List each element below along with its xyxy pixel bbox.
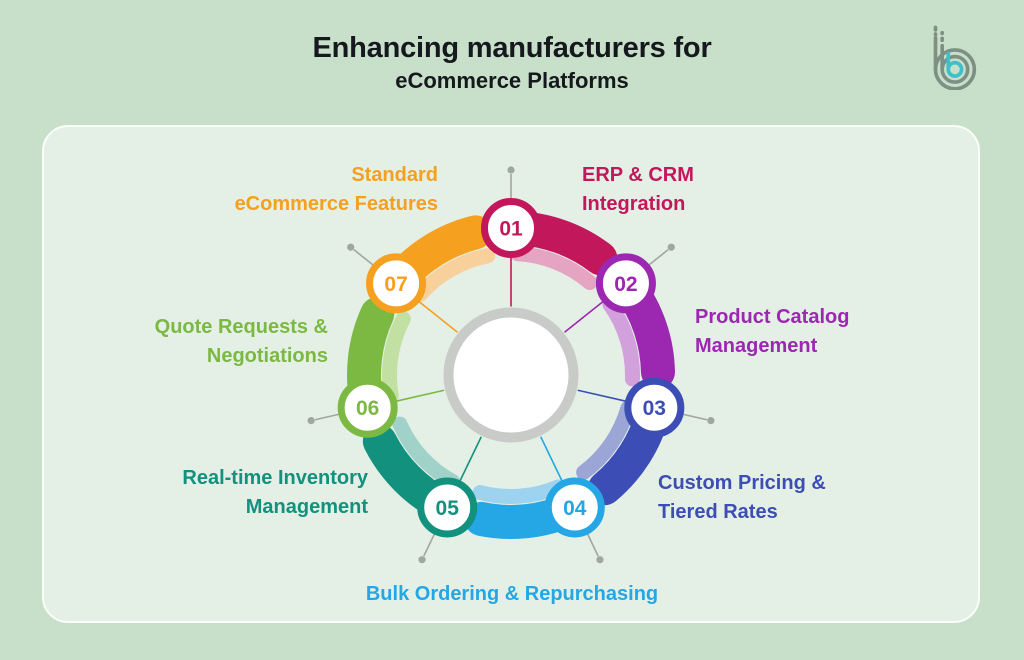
label-line: Custom Pricing & xyxy=(658,472,826,494)
label-line: Management xyxy=(695,335,818,357)
node-number-06: 06 xyxy=(356,397,379,420)
label-bulk-ordering-repurchasing: Bulk Ordering & Repurchasing xyxy=(260,580,764,609)
connector-05 xyxy=(423,531,437,557)
connector-06 xyxy=(314,412,342,421)
node-04 xyxy=(544,477,605,538)
node-number-01: 01 xyxy=(499,218,523,241)
page-title: Enhancing manufacturers for xyxy=(312,32,712,64)
connector-dot-07 xyxy=(347,243,355,251)
node-number-07: 07 xyxy=(384,273,407,296)
label-custom-pricing-tiered-rates: Custom Pricing & Tiered Rates xyxy=(658,469,826,527)
connector-dot-06 xyxy=(307,417,315,425)
node-07 xyxy=(366,253,427,314)
connector-02 xyxy=(646,249,669,268)
connector-03 xyxy=(680,412,708,421)
label-quote-requests-negotiations: Quote Requests & Negotiations xyxy=(28,313,328,371)
label-line: Standard xyxy=(351,164,438,186)
label-line: Real-time Inventory xyxy=(182,467,368,489)
ring-segment-inner-06 xyxy=(382,311,411,404)
spoke-03 xyxy=(577,389,629,403)
label-line: Negotiations xyxy=(206,345,328,367)
connector-dot-02 xyxy=(667,243,675,251)
label-line: Bulk Ordering & Repurchasing xyxy=(365,583,659,605)
node-number-03: 03 xyxy=(643,397,666,420)
node-01 xyxy=(481,198,541,258)
node-number-02: 02 xyxy=(614,273,637,296)
spoke-05 xyxy=(458,436,482,484)
label-standard-ecommerce-features: Standard eCommerce Features xyxy=(138,161,438,219)
connector-dot-01 xyxy=(507,166,515,174)
connector-dot-03 xyxy=(707,417,715,425)
node-05 xyxy=(417,477,478,538)
brand-logo-icon xyxy=(933,25,977,90)
page-header: Enhancing manufacturers for eCommerce Pl… xyxy=(0,30,1024,96)
label-erp-crm-integration: ERP & CRM Integration xyxy=(582,161,694,219)
node-number-04: 04 xyxy=(563,497,587,520)
spoke-04 xyxy=(540,436,564,484)
connector-04 xyxy=(585,531,599,557)
node-number-05: 05 xyxy=(436,497,460,520)
node-03 xyxy=(624,377,685,438)
label-line: ERP & CRM xyxy=(582,164,694,186)
ring-segment-inner-04 xyxy=(472,479,566,504)
connector-dot-05 xyxy=(418,556,426,564)
label-line: eCommerce Features xyxy=(234,193,438,215)
label-realtime-inventory-management: Real-time Inventory Management xyxy=(68,464,368,522)
spoke-07 xyxy=(416,299,458,333)
spoke-02 xyxy=(564,299,606,333)
label-line: Product Catalog xyxy=(695,306,850,328)
page-subtitle: eCommerce Platforms xyxy=(395,68,629,93)
connector-07 xyxy=(353,249,376,268)
label-line: Tiered Rates xyxy=(658,501,778,523)
label-line: Integration xyxy=(582,193,686,215)
node-06 xyxy=(337,377,398,438)
label-product-catalog-management: Product Catalog Management xyxy=(695,303,849,361)
node-02 xyxy=(595,253,656,314)
hub-circle xyxy=(443,307,579,443)
spoke-06 xyxy=(393,389,445,403)
label-line: Management xyxy=(245,496,368,518)
label-line: Quote Requests & xyxy=(154,316,328,338)
connector-dot-04 xyxy=(596,556,604,564)
